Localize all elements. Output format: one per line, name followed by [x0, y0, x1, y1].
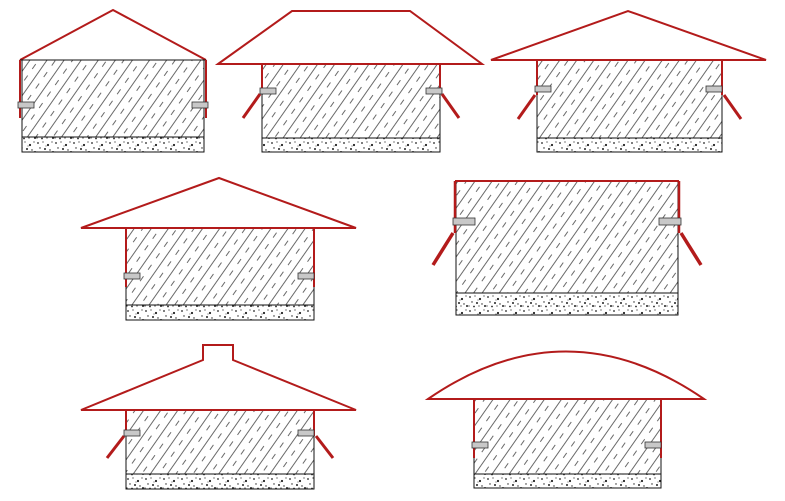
left-anchor-bolt: [452, 217, 476, 226]
right-anchor-bolt: [658, 217, 682, 226]
right-anchor-bolt: [425, 87, 443, 95]
masonry-wall-body: [455, 180, 679, 294]
right-drip-edge: [679, 232, 703, 266]
diagram-arched-cap-vertical-flashing: [424, 350, 708, 489]
right-drip-edge: [440, 93, 461, 119]
diagram-flat-cap-angled-flashing: [431, 180, 703, 316]
masonry-wall-body: [125, 227, 315, 306]
masonry-wall-body: [21, 59, 205, 138]
cap-flashing: [424, 350, 708, 400]
right-anchor-bolt: [297, 429, 315, 437]
gravel-base: [455, 292, 679, 316]
gravel-base: [473, 473, 662, 489]
right-anchor-bolt: [191, 101, 209, 109]
gravel-base: [261, 137, 441, 153]
cap-flashing: [214, 10, 486, 65]
diagram-gable-cap-vertical-flashing: [17, 8, 209, 153]
right-anchor-bolt: [705, 85, 723, 93]
masonry-wall-body: [261, 63, 441, 139]
cap-flashing: [80, 344, 357, 411]
right-anchor-bolt: [297, 272, 315, 280]
cap-flashing: [80, 176, 357, 229]
cap-flashing: [490, 9, 767, 61]
left-anchor-bolt: [123, 272, 141, 280]
cap-flashing: [455, 180, 679, 182]
right-drip-edge: [722, 94, 743, 120]
masonry-wall-body: [473, 398, 662, 475]
left-drip-edge: [241, 93, 262, 119]
cap-flashing: [19, 8, 207, 61]
left-drip-edge: [105, 435, 126, 459]
left-anchor-bolt: [259, 87, 277, 95]
gravel-base: [125, 304, 315, 321]
left-anchor-bolt: [471, 441, 489, 449]
left-drip-edge: [431, 232, 455, 266]
left-anchor-bolt: [534, 85, 552, 93]
diagram-gable-overhang-cap-vertical-flashing: [80, 176, 357, 321]
gravel-base: [536, 137, 723, 153]
diagram-gable-cap-with-ridge-vent-angled-flashing: [80, 344, 357, 490]
right-anchor-bolt: [644, 441, 662, 449]
masonry-wall-body: [536, 59, 723, 139]
left-drip-edge: [516, 94, 537, 120]
gravel-base: [21, 136, 205, 153]
left-anchor-bolt: [17, 101, 35, 109]
diagram-shallow-gable-cap-angled-flashing: [490, 9, 767, 153]
right-drip-edge: [314, 435, 335, 459]
diagram-hip-cap-angled-flashing: [214, 10, 486, 153]
masonry-wall-body: [125, 409, 315, 475]
left-anchor-bolt: [123, 429, 141, 437]
gravel-base: [125, 473, 315, 490]
